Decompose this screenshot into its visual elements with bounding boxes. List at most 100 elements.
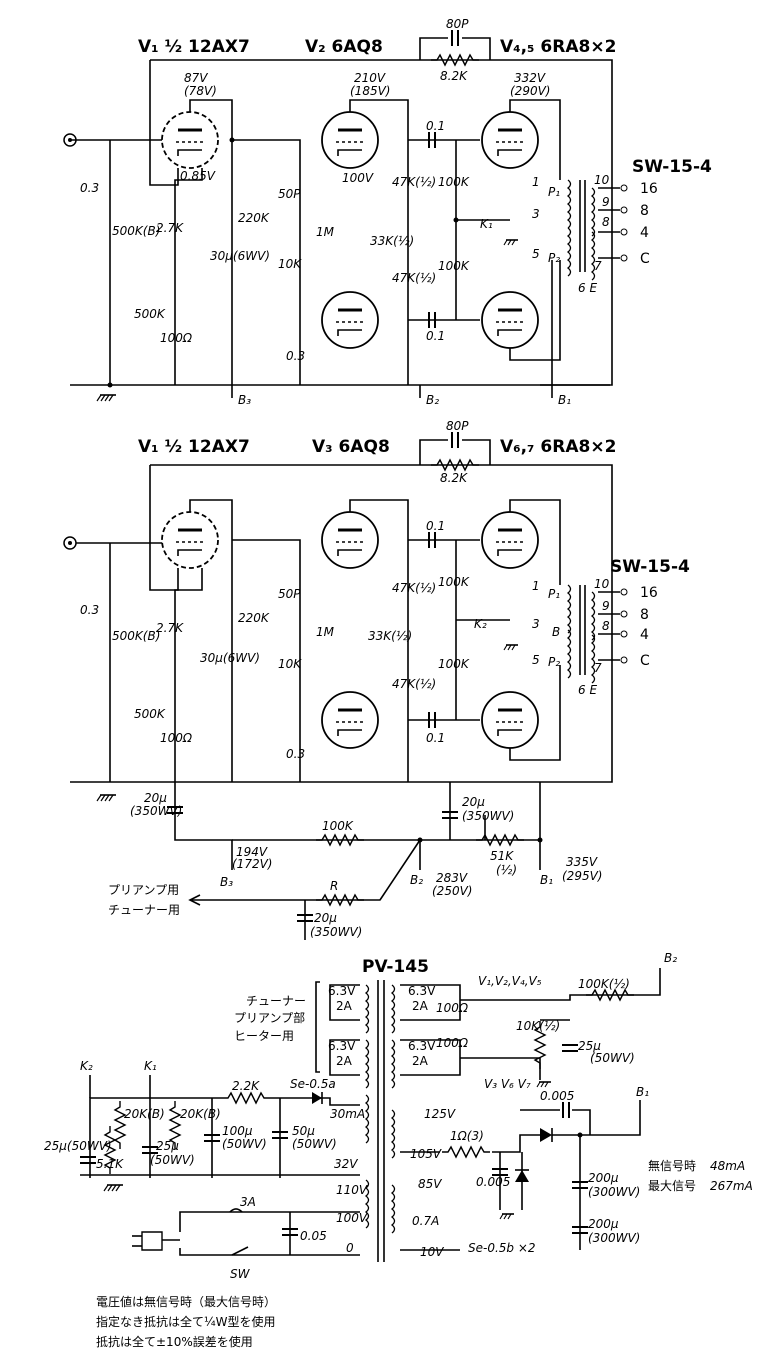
bottom-v3-label: V₃ 6AQ8	[312, 437, 390, 457]
top-n9-label: 9	[602, 195, 610, 209]
r20kba-label: 20K(B)	[124, 1107, 165, 1121]
bottom-c03b-label: 0.3	[286, 747, 305, 761]
v0-label: 0	[346, 1241, 354, 1255]
bottom-b2-label: B₂	[410, 873, 423, 887]
top-v45plate-max-label: (290V)	[510, 84, 550, 98]
top-c30u-label: 30μ(6WV)	[210, 249, 270, 263]
bottom-n8-label: 8	[602, 619, 610, 633]
v3b-tube-icon	[320, 690, 380, 750]
r100a-label: 100Ω	[436, 1001, 469, 1015]
bottom-n1-label: 1	[532, 579, 540, 593]
top-v1cath-label: 0.85V	[180, 169, 216, 183]
bottom-n5-label: 5	[532, 653, 540, 667]
se05a-label: Se-0.5a	[290, 1077, 336, 1091]
bottom-n6e-label: 6 E	[578, 683, 597, 697]
bottom-r500kb-label: 500K(B)	[112, 629, 160, 643]
bottom-c20b2-label: (350WV)	[462, 809, 514, 823]
bottom-c20c-label: 20μ	[314, 911, 337, 925]
top-n7-label: 7	[594, 259, 602, 273]
note-2: 指定なき抵抗は全て¼W型を使用	[96, 1314, 276, 1329]
c0005b-label: 0.005	[476, 1175, 510, 1189]
bottom-c03-label: 0.3	[80, 603, 99, 617]
top-p2-label: P₂	[548, 251, 560, 265]
c0005a-label: 0.005	[540, 1089, 574, 1103]
top-n10-label: 10	[594, 173, 610, 187]
r51k-label: 5.1K	[96, 1157, 124, 1171]
top-n8-label: 8	[602, 215, 610, 229]
top-v2plate-label: 210V	[354, 71, 386, 85]
bottom-p1-label: P₁	[548, 587, 560, 601]
top-r33k-label: 33K(½)	[370, 234, 414, 248]
top-p1-label: P₁	[548, 185, 560, 199]
bottom-n10-label: 10	[594, 577, 610, 591]
top-r100kb-label: 100K	[438, 259, 470, 273]
se05b-label: Se-0.5b ×2	[468, 1241, 536, 1255]
bottom-c01b-label: 0.1	[426, 731, 445, 745]
bottom-r47kb-label: 47K(½)	[392, 677, 436, 691]
top-t8-label: 8	[640, 203, 649, 219]
bottom-c30u-label: 30μ(6WV)	[200, 651, 260, 665]
bottom-r27k-label: 2.7K	[156, 621, 184, 635]
top-c01a-label: 0.1	[426, 119, 445, 133]
top-v2-label: V₂ 6AQ8	[305, 37, 383, 57]
top-b1-label: B₁	[558, 393, 571, 407]
r100kh-label: 100K(½)	[578, 977, 630, 991]
top-b2-label: B₂	[426, 393, 439, 407]
top-v45plate-label: 332V	[514, 71, 546, 85]
bottom-r33k-label: 33K(½)	[368, 629, 412, 643]
r22k-label: 2.2K	[232, 1079, 260, 1093]
top-r220k-label: 220K	[238, 211, 270, 225]
v110-label: 110V	[336, 1183, 368, 1197]
c200a2-label: (300WV)	[588, 1185, 640, 1199]
top-v45-label: V₄,₅ 6RA8×2	[500, 37, 616, 57]
v3-tube-icon	[320, 510, 380, 570]
top-n5-label: 5	[532, 247, 540, 261]
heater3-label: ヒーター用	[234, 1029, 294, 1043]
bottom-r1m-label: 1M	[316, 625, 335, 639]
top-r47kb-label: 47K(½)	[392, 271, 436, 285]
psu-k1-label: K₁	[144, 1059, 157, 1073]
bottom-v67-label: V₆,₇ 6RA8×2	[500, 437, 616, 457]
bottom-r47ka-label: 47K(½)	[392, 581, 436, 595]
a07-label: 0.7A	[412, 1214, 439, 1228]
top-r27k-label: 2.7K	[156, 221, 184, 235]
v7-tube-icon	[480, 690, 540, 750]
top-c50p-label: 50P	[278, 187, 301, 201]
bottom-c80-label: 80P	[446, 419, 469, 433]
bottom-c01a-label: 0.1	[426, 519, 445, 533]
bottom-k2-label: K₂	[474, 617, 487, 631]
c25-label: 25μ	[578, 1039, 601, 1053]
bottom-v250-label: (250V)	[432, 884, 472, 898]
v10-label: 10V	[420, 1245, 444, 1259]
v32-label: 32V	[334, 1157, 358, 1171]
top-n3-label: 3	[532, 207, 540, 221]
r1-label: 1Ω(3)	[450, 1129, 484, 1143]
h2a-label: 2A	[336, 999, 353, 1013]
bottom-c20a-label: 20μ	[144, 791, 167, 805]
c100ub-label: (50WV)	[222, 1137, 267, 1151]
top-v1plate-label: 87V	[184, 71, 208, 85]
bottom-v172-label: (172V)	[232, 857, 272, 871]
psu-sw-label: SW	[230, 1267, 251, 1281]
bottom-preamp-label: プリアンプ用	[108, 883, 179, 897]
heater1-label: チューナー	[246, 994, 306, 1008]
v2b-tube-icon	[320, 290, 380, 350]
top-t16-label: 16	[640, 181, 658, 197]
bottom-t8-label: 8	[640, 607, 649, 623]
top-r500k-label: 500K	[134, 307, 166, 321]
top-k1-label: K₁	[480, 217, 493, 231]
psu-b1-label: B₁	[636, 1085, 649, 1099]
c25u2b-label: (50WV)	[150, 1153, 195, 1167]
top-r500kb-label: 500K(B)	[112, 224, 160, 238]
top-v2cath-label: 100V	[342, 171, 374, 185]
bottom-tc-label: C	[640, 653, 650, 669]
bottom-r10k-label: 10K	[278, 657, 302, 671]
c100u-label: 100μ	[222, 1124, 253, 1138]
bottom-sw-label: SW-15-4	[610, 557, 690, 577]
v4-tube-icon	[480, 110, 540, 170]
f3a-label: 3A	[240, 1195, 256, 1209]
h63a-label: 6.3V	[328, 984, 356, 998]
ma30-label: 30mA	[330, 1107, 365, 1121]
top-b3-label: B₃	[238, 393, 251, 407]
c25u2-label: 25μ	[156, 1139, 179, 1153]
